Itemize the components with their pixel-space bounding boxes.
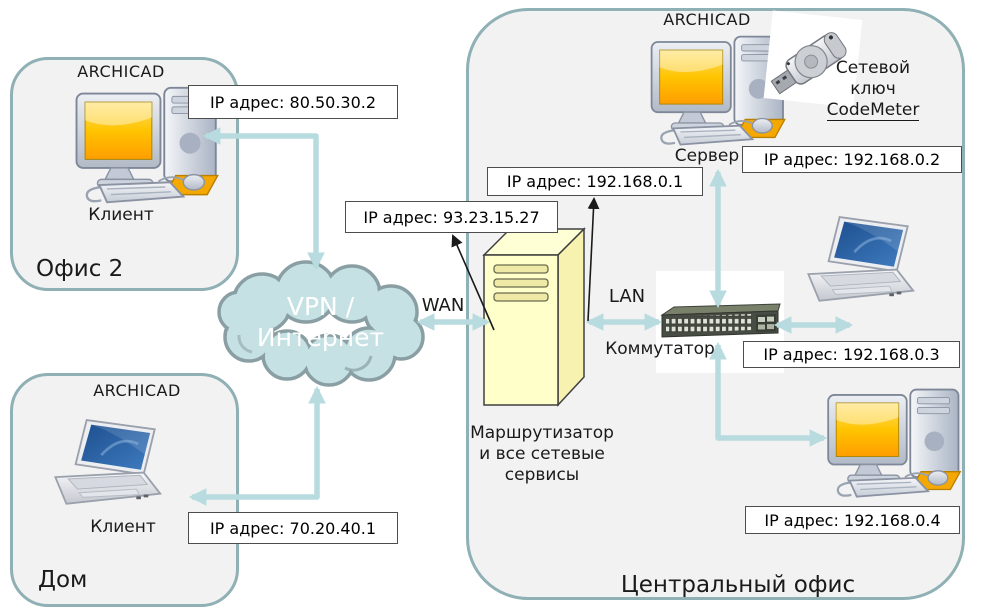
router-lan-ip-label: IP адрес: 192.168.0.1 [487, 167, 703, 196]
home-client-label: Клиент [90, 517, 156, 537]
office2-site-name: Офис 2 [36, 256, 124, 282]
network-switch-icon [658, 302, 782, 342]
server-label: Сервер [674, 146, 740, 166]
office2-archicad-label: ARCHICAD [77, 62, 165, 81]
home-client-laptop-icon [48, 416, 186, 518]
switch-label: Коммутатор [605, 339, 715, 359]
workstation-desktop-computer-icon [822, 386, 970, 502]
cloud-label: VPN / Интернет [256, 292, 385, 352]
office-laptop-icon [801, 213, 939, 315]
lan-label: LAN [608, 286, 646, 307]
wan-label: WAN [421, 295, 465, 316]
server-ip-label: IP адрес: 192.168.0.2 [742, 146, 962, 173]
central-office-site-name: Центральный офис [620, 572, 856, 598]
home-ip-label: IP адрес: 70.20.40.1 [188, 512, 398, 544]
dongle-label: Сетевой ключ CodeMeter [818, 58, 928, 121]
dongle-label-lines: Сетевой ключ [835, 58, 911, 99]
office2-client-label: Клиент [88, 205, 154, 225]
router-label: Маршрутизатор и все сетевые сервисы [470, 423, 614, 485]
office2-ip-label: IP адрес: 80.50.30.2 [188, 85, 398, 119]
home-archicad-label: ARCHICAD [93, 381, 181, 400]
router-tower-icon [482, 225, 586, 407]
home-site-name: Дом [38, 567, 88, 593]
laptop-ip-label: IP адрес: 192.168.0.3 [743, 341, 960, 368]
router-wan-ip-label: IP адрес: 93.23.15.27 [345, 201, 558, 233]
server-archicad-label: ARCHICAD [663, 10, 751, 29]
codemeter-product-label: CodeMeter [826, 100, 920, 121]
workstation-ip-label: IP адрес: 192.168.0.4 [745, 506, 960, 534]
